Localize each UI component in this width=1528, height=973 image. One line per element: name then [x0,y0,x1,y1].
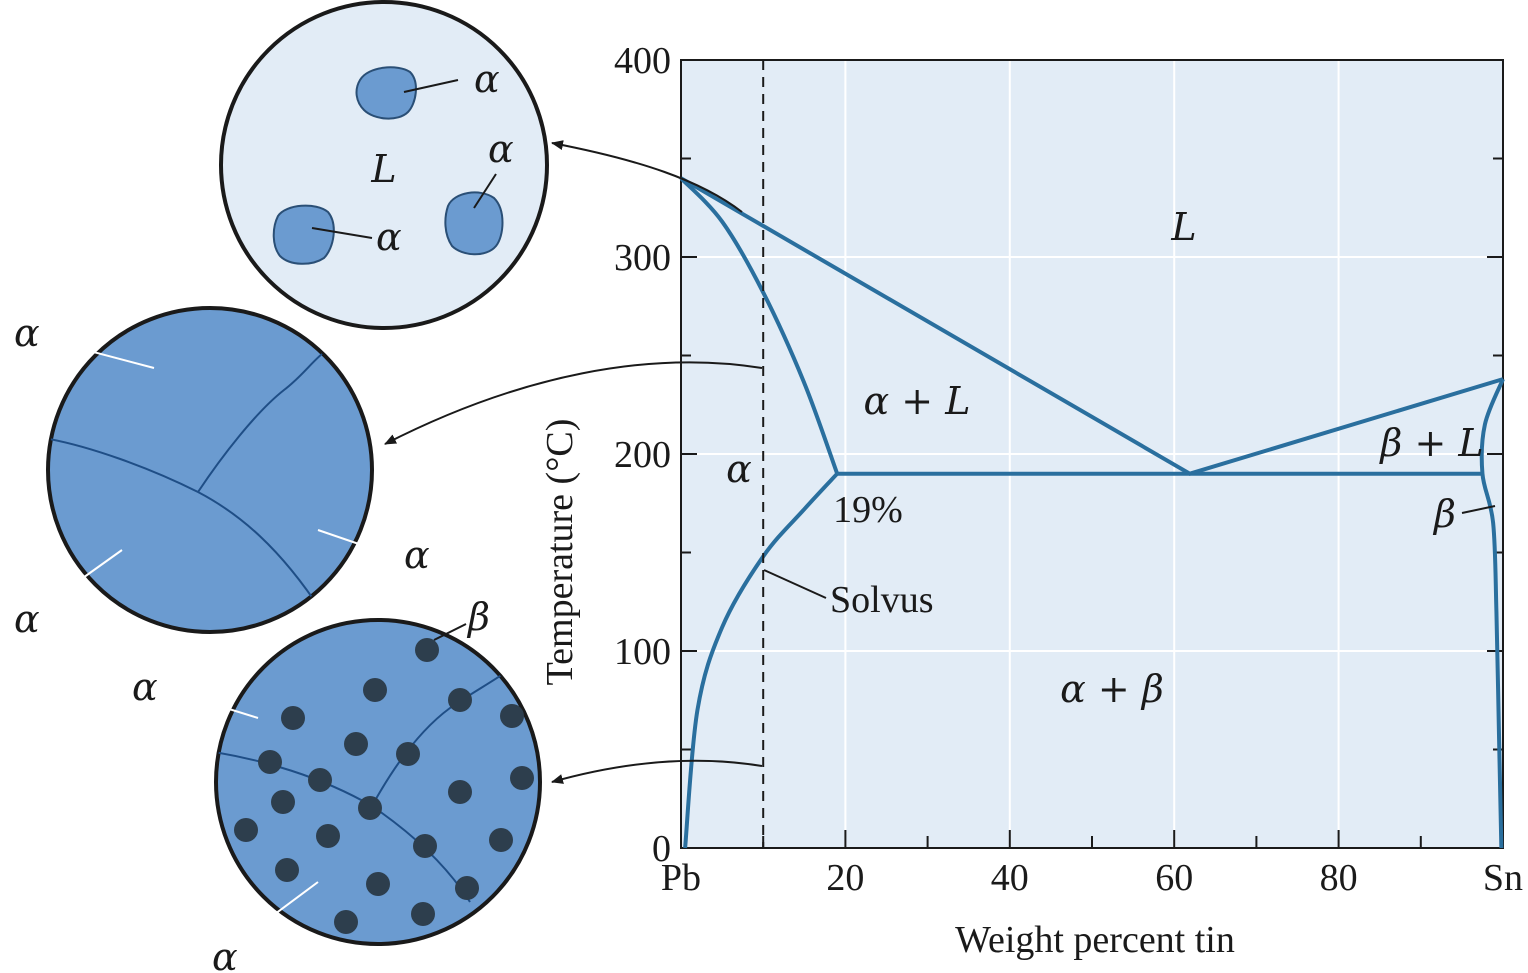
phase-diagram-chart: Pb 20 40 60 80 Sn 0 100 200 300 400 Weight percen… [539,40,1523,961]
y-tick-label: 200 [614,434,671,476]
phase-label: α [488,127,514,171]
solvus-label: Solvus [830,579,933,621]
phase-label: L [370,147,396,191]
leader-line [167,689,259,719]
beta-leader-line [1461,505,1496,514]
arrows [384,140,763,784]
region-label-beta: β [1432,492,1456,536]
micrograph-alpha-plus-liquid: α α α L [219,0,549,330]
y-tick-label: 100 [614,631,671,673]
y-tick-labels: 0 100 200 300 400 [614,40,671,870]
phase-label: β [466,595,490,639]
leader-line [433,623,467,641]
phase-label: α [212,935,238,973]
micrograph-alpha-plus-beta: α α β [132,595,542,973]
leader-line [403,79,459,93]
x-tick-label: 20 [826,857,864,899]
x-tick-label: 80 [1320,857,1358,899]
alpha-particle [444,191,504,256]
x-tick-label: 40 [991,857,1029,899]
phase-label: α [14,311,40,355]
leader-line [47,339,155,369]
x-axis-title: Weight percent tin [955,919,1235,961]
y-tick-label: 400 [614,40,671,82]
alpha-solidus-line [679,176,840,475]
phase-label: α [14,597,40,641]
solubility-limit-label: 19% [833,489,903,531]
grid-lines [682,61,1502,847]
leader-line [51,549,123,601]
x-tick-label: Pb [661,857,701,899]
alpha-particle [355,66,417,120]
arrow-to-top-micrograph [551,140,743,213]
solvus-line [683,472,839,849]
y-tick-label: 300 [614,237,671,279]
phase-label: α [376,215,402,259]
region-label-beta-liquid: β + L [1378,421,1483,465]
region-label-liquid: L [1170,205,1196,249]
alpha-particle [272,204,335,265]
region-label-alpha-liquid: α + L [864,379,971,423]
leader-line [239,881,319,941]
phase-boundaries [679,176,1505,849]
y-tick-label: 0 [652,828,671,870]
micrograph-alpha: α α α [14,306,430,641]
leader-line [317,529,395,557]
x-tick-label: 60 [1155,857,1193,899]
grain-boundaries [48,353,323,613]
phase-label: α [474,57,500,101]
x-tick-labels: Pb 20 40 60 80 Sn [661,857,1523,899]
phase-label: α [404,533,430,577]
region-label-alpha-beta: α + β [1060,667,1164,711]
arrow-to-middle-micrograph [384,361,763,445]
arrow-to-bottom-micrograph [551,759,763,784]
micrograph-circle [46,306,374,634]
leader-line [473,173,497,209]
x-tick-label: Sn [1483,857,1523,899]
solvus-leader-line [763,569,827,599]
beta-boundary-line [1479,378,1505,849]
y-axis-title: Temperature (°C) [539,419,581,686]
phase-label: α [132,665,158,709]
beta-precipitates [234,638,534,934]
leader-line [311,227,373,239]
region-label-alpha: α [726,447,752,491]
